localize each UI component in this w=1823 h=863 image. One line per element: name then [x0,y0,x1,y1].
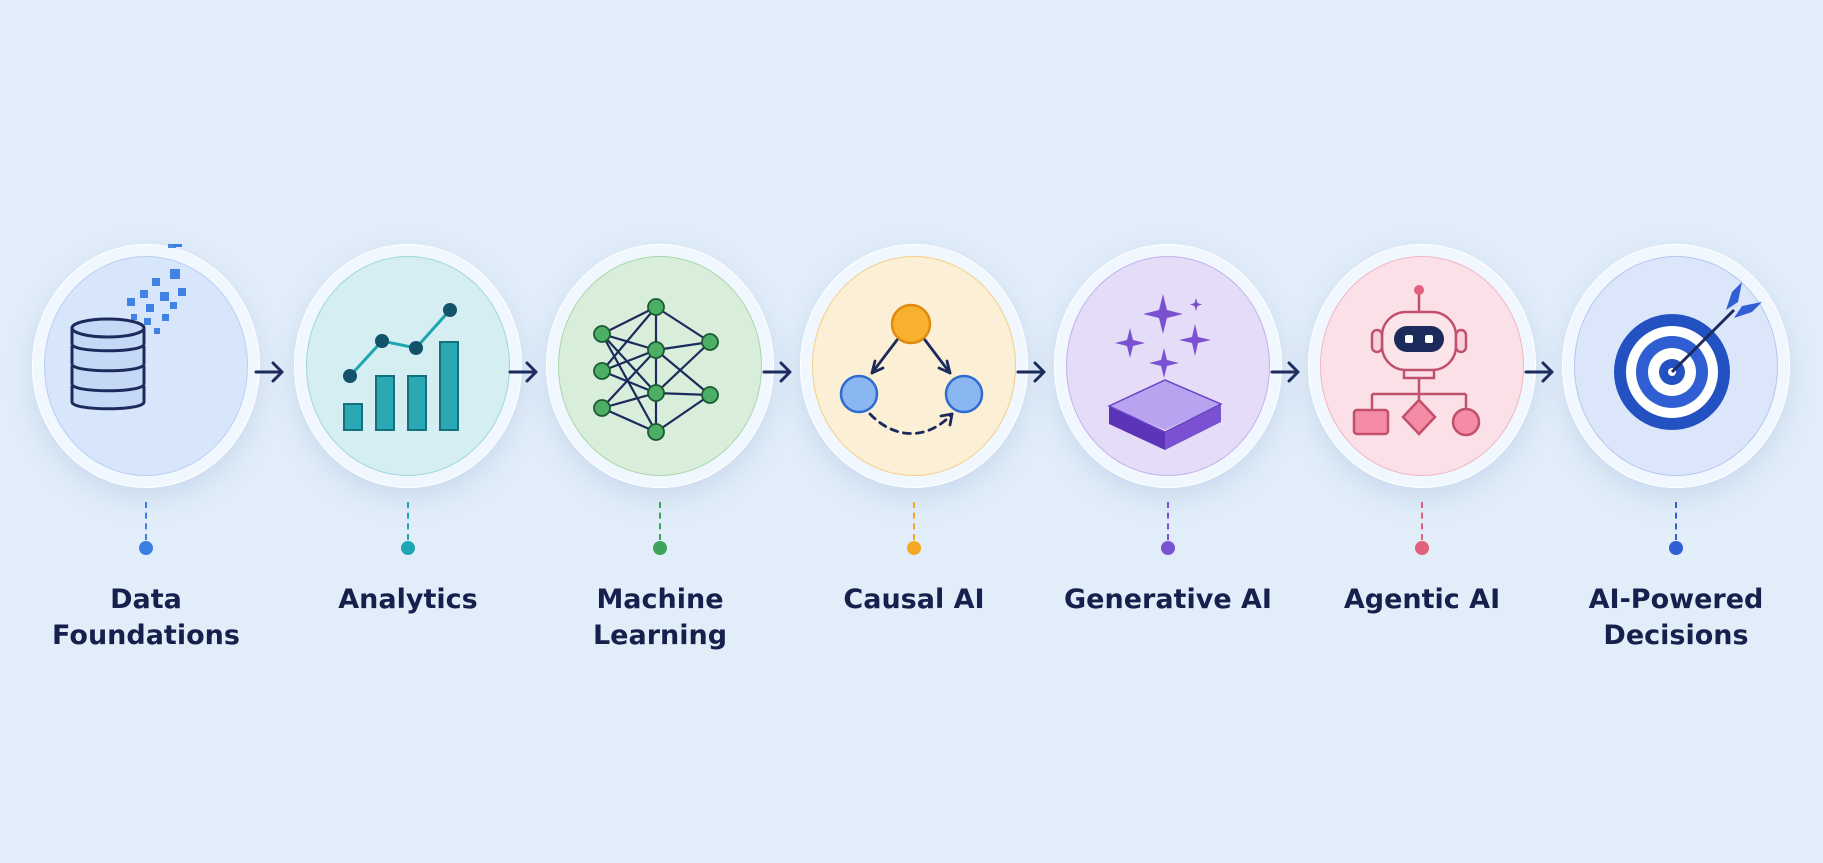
stage-analytics: Analytics [294,244,522,664]
bar-chart-icon [343,303,459,431]
connector-line [659,502,661,540]
stage-generative-ai: Generative AI [1054,244,1282,664]
causal-graph-icon [839,303,984,435]
arrow-icon [760,358,796,386]
stage-machine-learning: Machine Learning [546,244,774,664]
connector-line [913,502,915,540]
database-icon [70,244,186,411]
connector-line [1167,502,1169,540]
stage-label: Data Foundations [52,584,240,651]
stage-circle [1308,244,1536,488]
stage-dot [401,541,415,555]
stage-label: Agentic AI [1343,584,1501,615]
stage-dot [1161,541,1175,555]
neural-network-icon [593,298,719,441]
arrow-icon [1522,358,1558,386]
stage-dot [139,541,153,555]
stage-label: AI-Powered Decisions [1588,584,1764,651]
connector-line [1675,502,1677,540]
arrow-icon [252,358,288,386]
stage-agentic-ai: Agentic AI [1308,244,1536,664]
stage-dot [1669,541,1683,555]
stage-circle [546,244,774,488]
stage-circle [1562,244,1790,488]
sparkle-platform-icon [1107,294,1223,450]
stage-circle [800,244,1028,488]
stage-circle [294,244,522,488]
robot-icon [1352,285,1481,437]
stage-label: Causal AI [843,584,985,615]
stage-dot [1415,541,1429,555]
stage-data-foundations: Data Foundations [32,244,260,664]
stage-ai-powered-decisions: AI-Powered Decisions [1562,244,1790,664]
connector-line [1421,502,1423,540]
stage-causal-ai: Causal AI [800,244,1028,664]
stage-dot [653,541,667,555]
stage-dot [907,541,921,555]
stage-label: Analytics [338,584,478,615]
stage-circle [32,244,260,488]
connector-line [145,502,147,540]
stage-circle [1054,244,1282,488]
target-icon [1614,282,1762,430]
connector-line [407,502,409,540]
arrow-icon [506,358,542,386]
arrow-icon [1014,358,1050,386]
stage-label: Generative AI [1064,584,1272,615]
stage-label: Machine Learning [592,584,728,651]
arrow-icon [1268,358,1304,386]
